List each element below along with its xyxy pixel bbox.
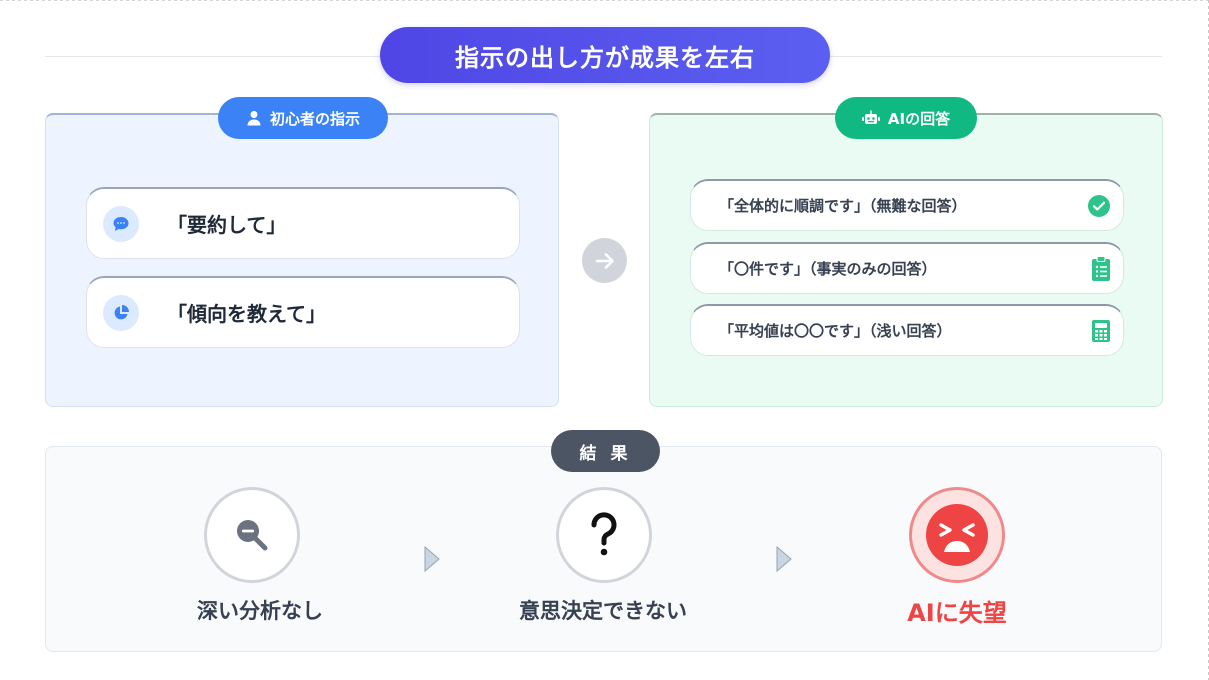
search-minus-icon: [237, 520, 268, 551]
chevron-right-icon: [424, 545, 440, 573]
cannot-decide-circle: [556, 487, 652, 583]
user-icon: [247, 111, 261, 126]
response-text: 「全体的に順調です」（無難な回答）: [719, 197, 967, 215]
ai-response-badge-label: AIの回答: [887, 109, 951, 128]
top-border-dots: [0, 0, 1209, 1]
response-card-smooth: 「全体的に順調です」（無難な回答）: [690, 179, 1124, 231]
no-deep-analysis-circle: [204, 487, 300, 583]
disappointed-circle: [909, 487, 1005, 583]
chevron-right-icon: [776, 545, 792, 573]
arrow-right-icon: [582, 238, 627, 283]
page-title: 指示の出し方が成果を左右: [380, 27, 830, 83]
robot-icon: [861, 110, 880, 124]
clipboard-list-icon: [1092, 255, 1110, 281]
instruction-text: 「傾向を教えて」: [167, 302, 326, 326]
response-card-average: 「平均値は〇〇です」（浅い回答）: [690, 304, 1124, 356]
result-badge: 結 果: [551, 430, 660, 472]
step-label-cannot-decide: 意思決定できない: [519, 599, 687, 623]
check-circle-icon: [1088, 194, 1110, 217]
question-mark-icon: [591, 512, 617, 556]
response-text: 「平均値は〇〇です」（浅い回答）: [719, 322, 952, 340]
ai-response-badge: AIの回答: [835, 97, 977, 139]
instruction-card-summarize: 「要約して」: [86, 187, 520, 259]
beginner-badge-label: 初心者の指示: [269, 109, 360, 128]
step-label-disappointed: AIに失望: [907, 599, 1007, 627]
angry-face-icon: [926, 504, 988, 566]
step-label-no-analysis: 深い分析なし: [197, 599, 323, 623]
speech-bubble-icon: [103, 205, 139, 242]
instruction-text: 「要約して」: [167, 213, 287, 237]
pie-chart-icon: [103, 294, 139, 331]
response-text: 「〇件です」（事実のみの回答）: [719, 260, 937, 278]
instruction-card-trend: 「傾向を教えて」: [86, 276, 520, 348]
calculator-icon: [1092, 319, 1110, 342]
beginner-instructions-panel: [45, 113, 559, 407]
beginner-badge: 初心者の指示: [218, 97, 388, 139]
response-card-count: 「〇件です」（事実のみの回答）: [690, 242, 1124, 294]
